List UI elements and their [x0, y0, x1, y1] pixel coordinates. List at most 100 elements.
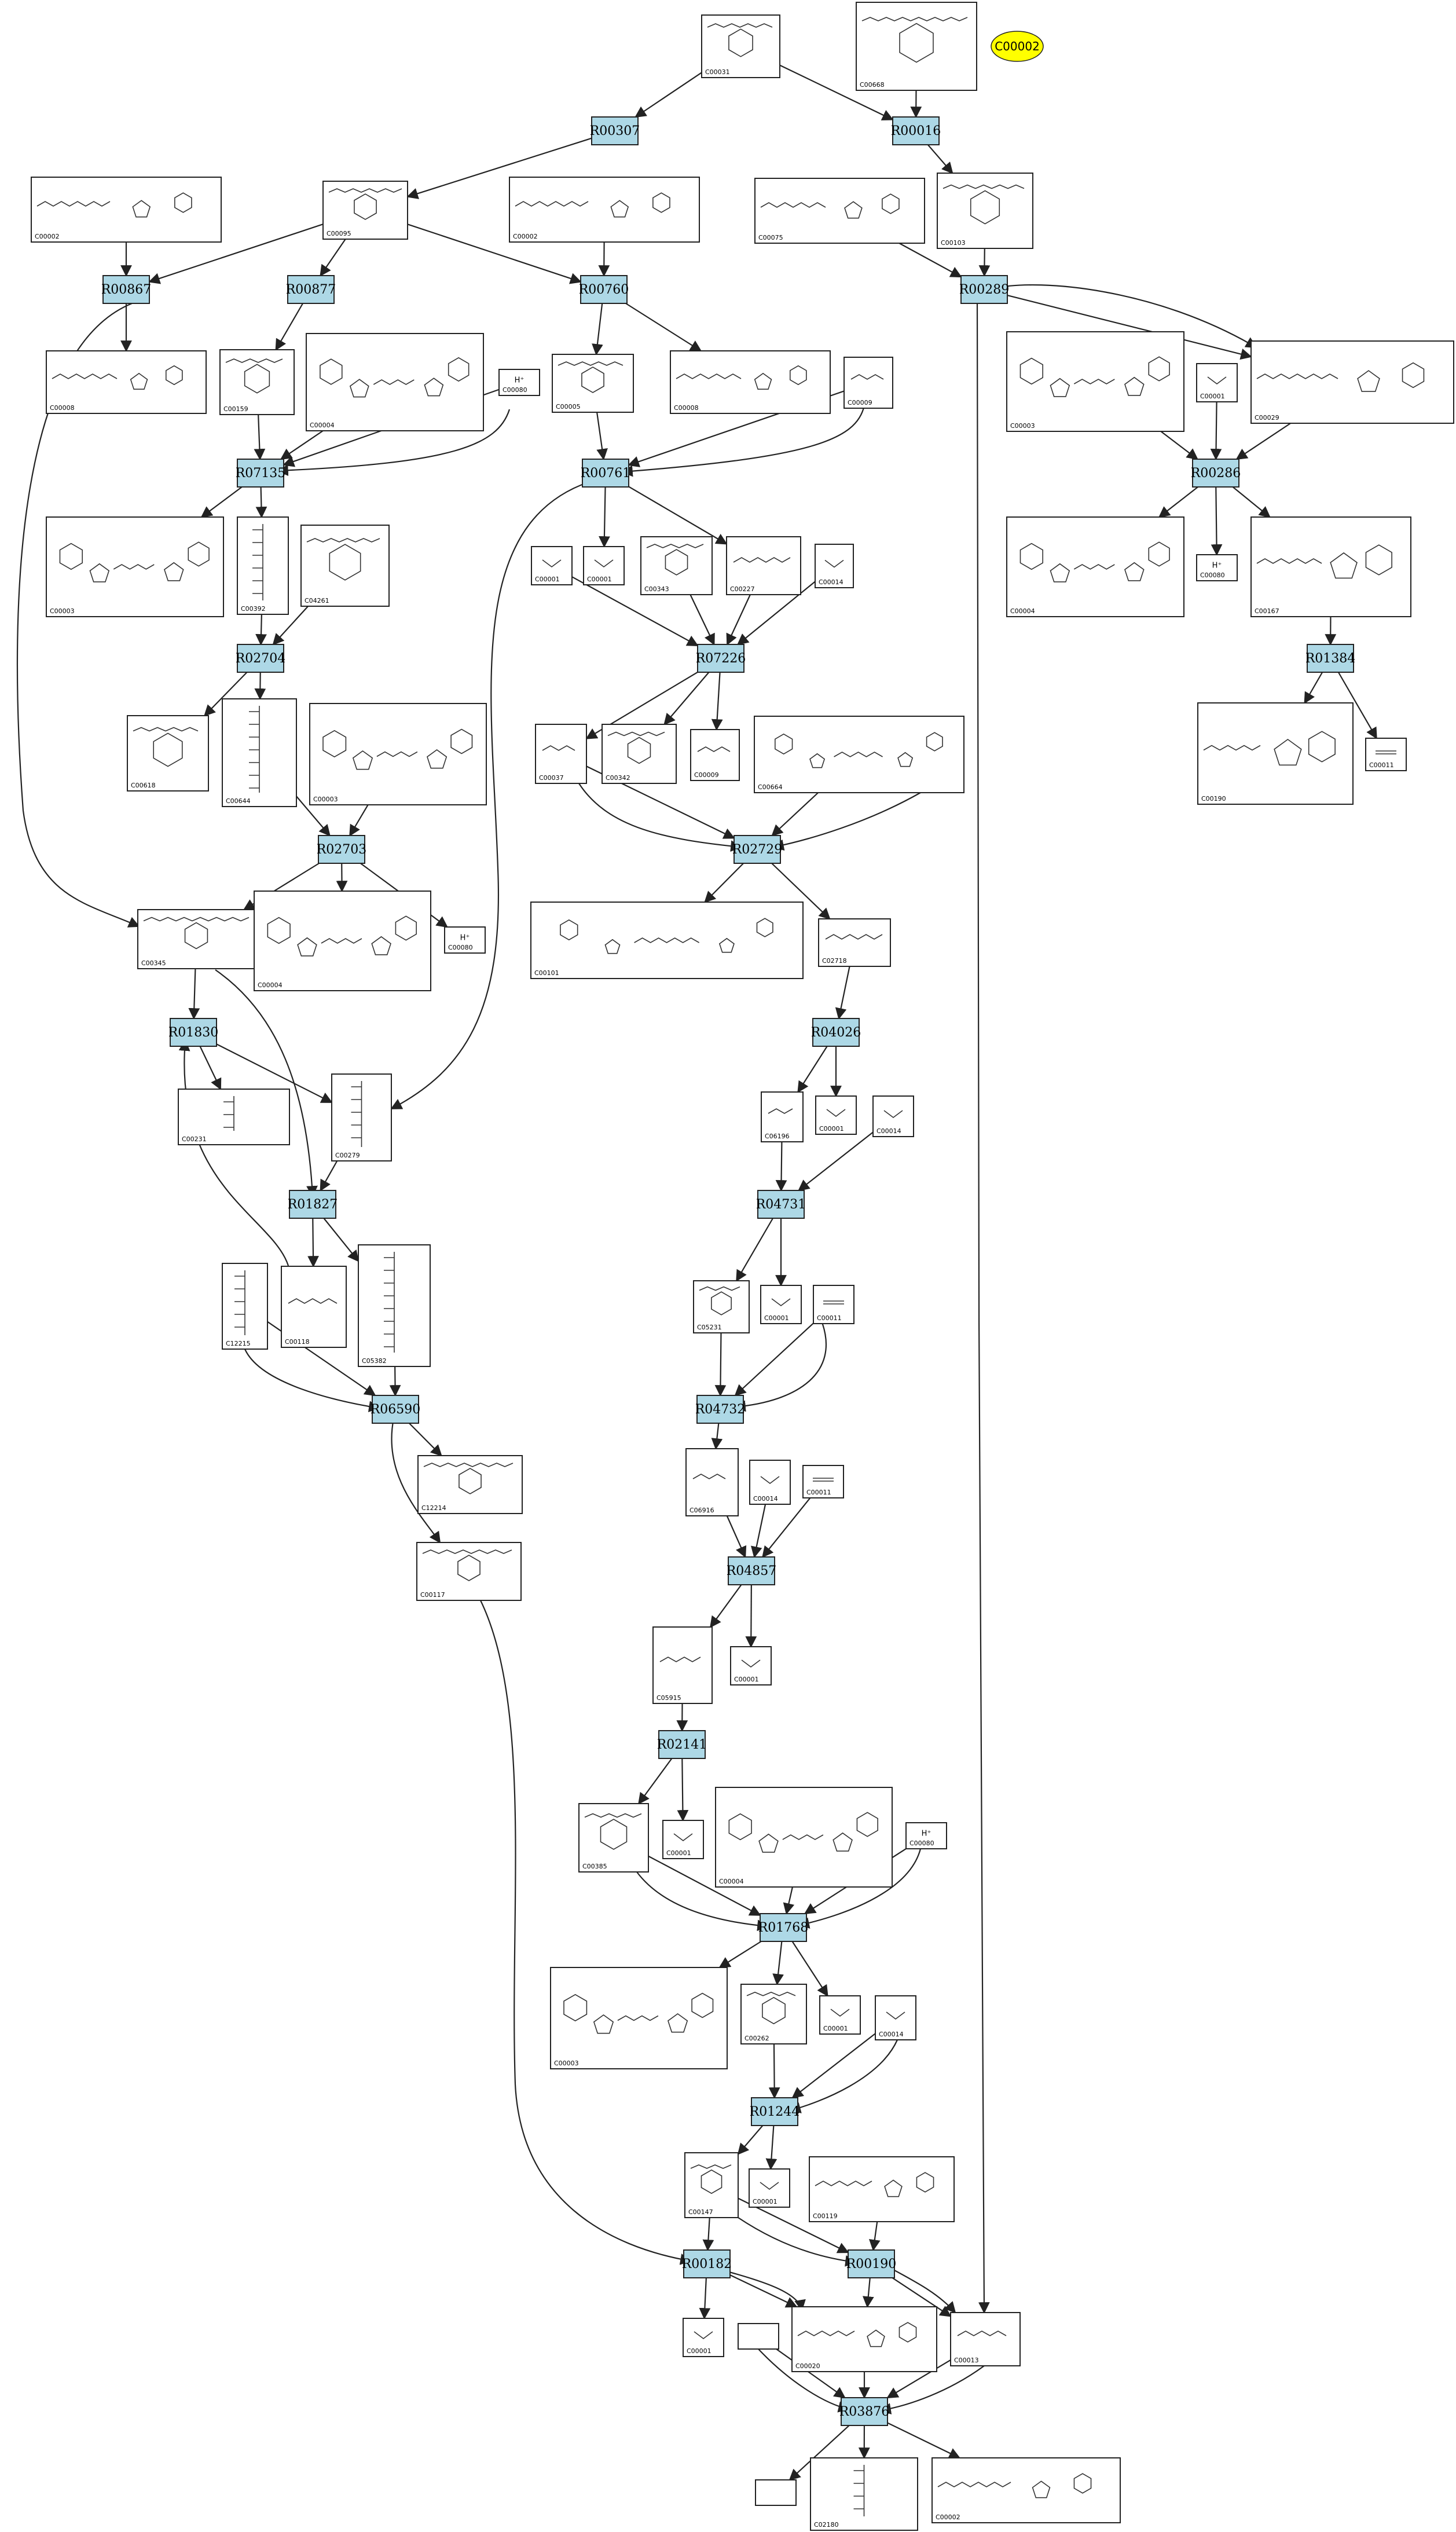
compound-box[interactable] [749, 1460, 791, 1505]
compound-node[interactable]: C00002 [31, 177, 222, 243]
compound-node[interactable]: C00343 [640, 536, 713, 595]
compound-node[interactable]: C00345 [137, 909, 255, 969]
reaction-node[interactable]: R00190 [846, 2249, 897, 2278]
compound-node[interactable]: H⁺C00080 [1196, 554, 1238, 581]
reaction-node[interactable]: R02704 [236, 644, 286, 673]
compound-box[interactable] [872, 1095, 914, 1137]
compound-box[interactable] [1196, 554, 1238, 581]
compound-box[interactable] [652, 1626, 713, 1704]
compound-node[interactable]: C00004 [306, 333, 484, 431]
reaction-node[interactable]: R00289 [959, 275, 1010, 304]
compound-node[interactable]: C00014 [875, 1995, 916, 2040]
compound-node[interactable]: C06196 [761, 1091, 804, 1142]
reaction-node[interactable]: R00760 [579, 275, 629, 304]
reaction-box[interactable] [237, 644, 284, 673]
reaction-node[interactable]: R03876 [839, 2397, 890, 2426]
compound-box[interactable] [701, 14, 780, 78]
compound-box[interactable] [509, 177, 700, 243]
compound-box[interactable] [1196, 363, 1238, 402]
compound-box[interactable] [740, 1984, 807, 2044]
compound-box[interactable] [306, 333, 484, 431]
compound-node[interactable]: C00001 [583, 546, 625, 585]
compound-box[interactable] [749, 2168, 790, 2208]
reaction-node[interactable]: R07226 [696, 644, 746, 673]
reaction-node[interactable]: R01827 [288, 1190, 338, 1219]
reaction-node[interactable]: R04732 [695, 1395, 746, 1424]
compound-box[interactable] [754, 716, 964, 793]
compound-box[interactable] [730, 1646, 772, 1685]
reaction-node[interactable]: R01830 [168, 1018, 219, 1047]
compound-box[interactable] [535, 724, 587, 784]
compound-box[interactable] [802, 1465, 844, 1498]
reaction-box[interactable] [892, 116, 940, 145]
reaction-node[interactable]: R04731 [756, 1190, 806, 1219]
reaction-box[interactable] [582, 459, 629, 488]
reaction-box[interactable] [848, 2249, 895, 2278]
compound-node[interactable]: C00095 [322, 181, 408, 240]
compound-box[interactable] [937, 173, 1033, 249]
compound-node[interactable]: C00031 [701, 14, 780, 78]
compound-node[interactable]: C06916 [685, 1448, 739, 1516]
reaction-box[interactable] [697, 644, 744, 673]
compound-node[interactable]: C00005 [552, 354, 634, 413]
compound-node[interactable]: C00009 [690, 729, 740, 781]
compound-node[interactable]: C00002 [509, 177, 700, 243]
compound-node[interactable]: C00118 [281, 1266, 347, 1348]
compound-box[interactable] [300, 525, 390, 607]
compound-box[interactable] [693, 1280, 750, 1333]
compound-box[interactable] [127, 715, 209, 792]
compound-box[interactable] [1250, 340, 1454, 424]
reaction-node[interactable]: R07135 [236, 459, 286, 488]
compound-node[interactable]: C00167 [1250, 516, 1411, 617]
compound-box[interactable] [815, 1095, 857, 1135]
compound-node[interactable]: C00001 [819, 1995, 861, 2035]
compound-box[interactable] [931, 2457, 1121, 2523]
highlight-ellipse[interactable] [991, 31, 1044, 62]
compound-node[interactable]: C00075 [754, 178, 925, 244]
reaction-node[interactable]: R01244 [750, 2097, 800, 2126]
compound-box[interactable] [46, 516, 224, 617]
compound-node[interactable]: C00392 [237, 516, 289, 615]
compound-box[interactable] [683, 2318, 724, 2357]
reaction-node[interactable]: R00761 [581, 459, 631, 488]
compound-node[interactable]: C00004 [1006, 516, 1184, 617]
compound-node[interactable]: C00668 [856, 2, 977, 91]
compound-node[interactable]: C00262 [740, 1984, 807, 2044]
compound-box[interactable] [856, 2, 977, 91]
compound-box[interactable] [1006, 516, 1184, 617]
compound-box[interactable] [818, 918, 891, 967]
compound-box[interactable] [219, 349, 295, 415]
compound-node[interactable]: C00644 [222, 698, 297, 807]
compound-box[interactable] [843, 357, 893, 409]
compound-node[interactable]: C00002 [931, 2457, 1121, 2523]
compound-node[interactable]: C00119 [809, 2156, 955, 2222]
compound-node[interactable]: C00190 [1197, 702, 1354, 805]
compound-node[interactable]: H⁺C00080 [444, 926, 486, 954]
compound-node[interactable]: C00004 [715, 1787, 893, 1888]
compound-node[interactable]: C00001 [662, 1820, 704, 1859]
compound-box[interactable] [950, 2312, 1021, 2366]
compound-node[interactable] [738, 2323, 779, 2350]
reaction-box[interactable] [237, 459, 284, 488]
reaction-box[interactable] [170, 1018, 217, 1047]
compound-node[interactable]: C00664 [754, 716, 964, 793]
reaction-node[interactable]: R00307 [590, 116, 640, 145]
compound-node[interactable]: C00014 [872, 1095, 914, 1137]
compound-node[interactable]: C00020 [791, 2306, 937, 2372]
compound-box[interactable] [1365, 738, 1407, 771]
reaction-box[interactable] [658, 1730, 706, 1759]
compound-box[interactable] [905, 1822, 947, 1849]
reaction-box[interactable] [696, 1395, 744, 1424]
reaction-node[interactable]: R00182 [682, 2249, 732, 2278]
compound-box[interactable] [685, 1448, 739, 1516]
reaction-box[interactable] [760, 1913, 807, 1942]
compound-node[interactable]: C12214 [417, 1455, 523, 1514]
compound-node[interactable]: C00004 [254, 891, 431, 991]
compound-node[interactable]: C00001 [531, 546, 573, 585]
compound-box[interactable] [755, 2479, 797, 2506]
compound-box[interactable] [1250, 516, 1411, 617]
compound-box[interactable] [1006, 331, 1184, 432]
reaction-node[interactable]: R02141 [657, 1730, 707, 1759]
reaction-box[interactable] [733, 835, 781, 864]
reaction-node[interactable]: R01384 [1305, 644, 1356, 673]
